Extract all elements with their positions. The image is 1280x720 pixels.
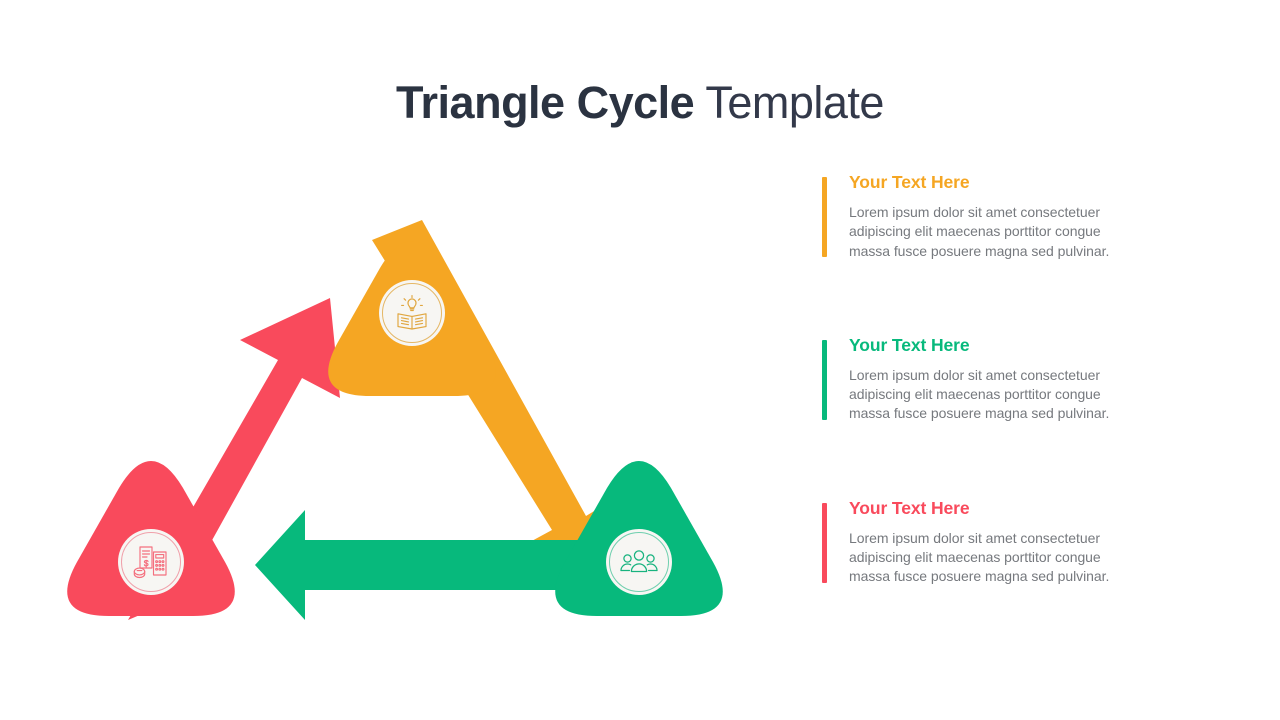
node-bottom-left-icon-ring [121, 532, 181, 592]
node-top[interactable] [328, 241, 496, 396]
text-block-2-heading: Your Text Here [849, 334, 970, 355]
text-block-3-heading: Your Text Here [849, 497, 970, 518]
text-block-1: Your Text Here Lorem ipsum dolor sit ame… [822, 170, 1142, 261]
accent-bar-3 [822, 502, 827, 583]
book-lightbulb-icon [397, 295, 427, 330]
node-bottom-left[interactable] [67, 461, 235, 616]
arrow-bottom-right-to-bottom-left[interactable] [255, 510, 650, 620]
node-bottom-right-icon-circle [606, 529, 672, 595]
triangle-cycle-diagram [40, 120, 780, 660]
people-group-icon [620, 550, 658, 573]
node-bottom-right[interactable] [555, 461, 723, 616]
page-title: Triangle Cycle Template [0, 74, 1280, 132]
page-title-strong: Triangle Cycle [396, 77, 695, 129]
text-block-2: Your Text Here Lorem ipsum dolor sit ame… [822, 333, 1142, 424]
node-top-icon-ring [382, 283, 442, 343]
page-title-light: Template [694, 77, 884, 129]
text-block-1-heading: Your Text Here [849, 172, 970, 192]
node-bottom-left-icon-circle [118, 529, 184, 595]
text-block-2-body: Lorem ipsum dolor sit amet consectetuer … [849, 366, 1110, 422]
text-block-3: Your Text Here Lorem ipsum dolor sit ame… [822, 496, 1142, 587]
text-block-3-body: Lorem ipsum dolor sit amet consectetuer … [849, 529, 1110, 585]
text-blocks-column: Your Text Here Lorem ipsum dolor sit ame… [822, 170, 1142, 587]
accent-bar-1 [822, 177, 827, 257]
node-bottom-right-icon-ring [609, 532, 669, 592]
invoice-calculator-icon [133, 546, 167, 579]
accent-bar-2 [822, 339, 827, 420]
text-block-1-body: Lorem ipsum dolor sit amet consectetuer … [849, 204, 1110, 259]
node-top-icon-circle [379, 280, 445, 346]
